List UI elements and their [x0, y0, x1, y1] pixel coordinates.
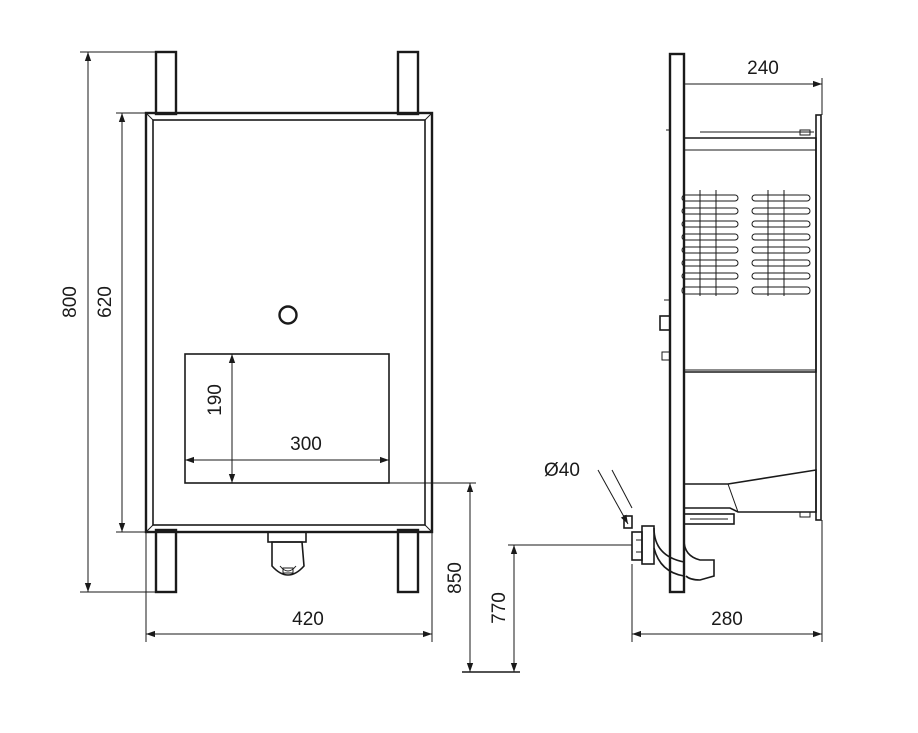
dim-depth-bottom: 280: [711, 609, 743, 630]
front-panel-inner: [152, 119, 426, 526]
dim-height-to-opening: 850: [445, 562, 466, 594]
dim-panel-width: 420: [292, 609, 324, 630]
dim-depth-top: 240: [747, 58, 779, 79]
vent-grille-right: [751, 190, 811, 296]
dim-pipe-height: 770: [489, 592, 510, 624]
side-trap: [623, 513, 735, 581]
dim-pipe-diameter: Ø40: [544, 460, 580, 481]
side-mounting-plate: [668, 52, 686, 594]
bottom-right-leg: [396, 528, 420, 594]
front-opening: [184, 353, 390, 484]
bottom-outlet: [267, 531, 307, 576]
dim-panel-height: 620: [95, 286, 116, 318]
bottom-left-leg: [154, 528, 178, 594]
top-right-leg: [396, 50, 420, 116]
side-upper-body: [684, 137, 817, 373]
side-front-cover: [815, 114, 822, 521]
top-left-leg: [154, 50, 178, 116]
front-view: 800 620 190 300 420 850: [60, 50, 520, 673]
dim-overall-height: 800: [60, 286, 81, 318]
side-spout: [684, 469, 817, 513]
dim-opening-height: 190: [205, 384, 226, 416]
front-button: [278, 305, 298, 325]
dim-opening-width: 300: [290, 434, 322, 455]
side-view: 240 280 Ø40 770: [489, 52, 823, 672]
vent-grille-left: [681, 190, 739, 296]
